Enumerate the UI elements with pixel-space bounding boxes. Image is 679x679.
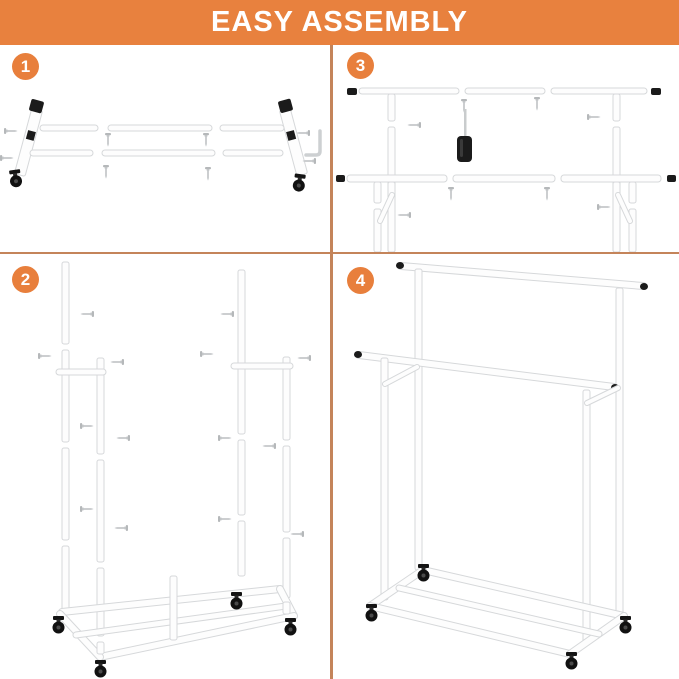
screw-icon [262, 443, 276, 449]
screw-icon [205, 167, 211, 181]
screw-icon [544, 187, 550, 201]
step-number: 3 [355, 56, 366, 75]
step-1-panel: 1 [0, 45, 330, 252]
screw-icon [397, 212, 411, 218]
end-cap-icon [640, 283, 648, 290]
screw-icon [290, 531, 304, 537]
screw-icon [534, 97, 540, 111]
step-number: 2 [20, 270, 31, 289]
banner: EASY ASSEMBLY [0, 0, 679, 45]
step-badge: 4 [347, 267, 374, 294]
screw-icon [116, 435, 130, 441]
step-number: 4 [355, 271, 366, 290]
screw-icon [105, 133, 111, 147]
caster-wheel-icon [417, 564, 430, 582]
step-4-panel: 4 [333, 254, 679, 679]
screw-icon [80, 506, 94, 512]
end-cap-icon [29, 99, 44, 114]
screw-icon [38, 353, 52, 359]
screw-icon [110, 359, 124, 365]
end-cap-icon [336, 175, 345, 182]
screw-icon [200, 351, 214, 357]
screw-icon [218, 516, 232, 522]
step-badge: 3 [347, 52, 374, 79]
screw-icon [296, 130, 310, 136]
caster-wheel-icon [565, 652, 578, 670]
screw-icon [80, 423, 94, 429]
screw-icon [448, 187, 454, 201]
caster-wheel-icon [284, 618, 297, 636]
step-3-panel: 3 [333, 45, 679, 252]
screw-icon [203, 133, 209, 147]
screw-icon [114, 525, 128, 531]
caster-wheel-icon [94, 660, 107, 678]
screw-icon [0, 155, 14, 161]
vertical-divider [330, 45, 333, 679]
caster-wheel-icon [230, 592, 243, 610]
screw-icon [220, 311, 234, 317]
end-cap-icon [354, 351, 362, 358]
end-cap-icon [278, 98, 293, 113]
end-cap-icon [396, 262, 404, 269]
step-4-diagram [354, 262, 648, 670]
end-cap-icon [667, 175, 676, 182]
step-badge: 1 [12, 53, 39, 80]
step-badge: 2 [12, 266, 39, 293]
screw-icon [103, 165, 109, 179]
screw-icon [297, 355, 311, 361]
step-2-diagram [38, 261, 311, 678]
screw-icon [407, 122, 421, 128]
step-2-panel: 2 [0, 254, 330, 679]
step-number: 1 [20, 57, 31, 76]
screw-icon [587, 114, 601, 120]
end-cap-icon [347, 88, 357, 95]
horizontal-divider [0, 252, 679, 254]
step-1-diagram [0, 98, 322, 193]
assembly-tool-icon [457, 109, 472, 162]
screw-icon [218, 435, 232, 441]
caster-wheel-icon [52, 616, 65, 634]
step-3-diagram [336, 87, 676, 252]
caster-wheel-icon [292, 173, 307, 193]
caster-wheel-icon [619, 616, 632, 634]
end-cap-icon [651, 88, 661, 95]
hex-key-icon [304, 129, 322, 157]
caster-wheel-icon [365, 604, 378, 622]
banner-title: EASY ASSEMBLY [211, 6, 468, 38]
screw-icon [4, 128, 18, 134]
screw-icon [597, 204, 611, 210]
screw-icon [80, 311, 94, 317]
